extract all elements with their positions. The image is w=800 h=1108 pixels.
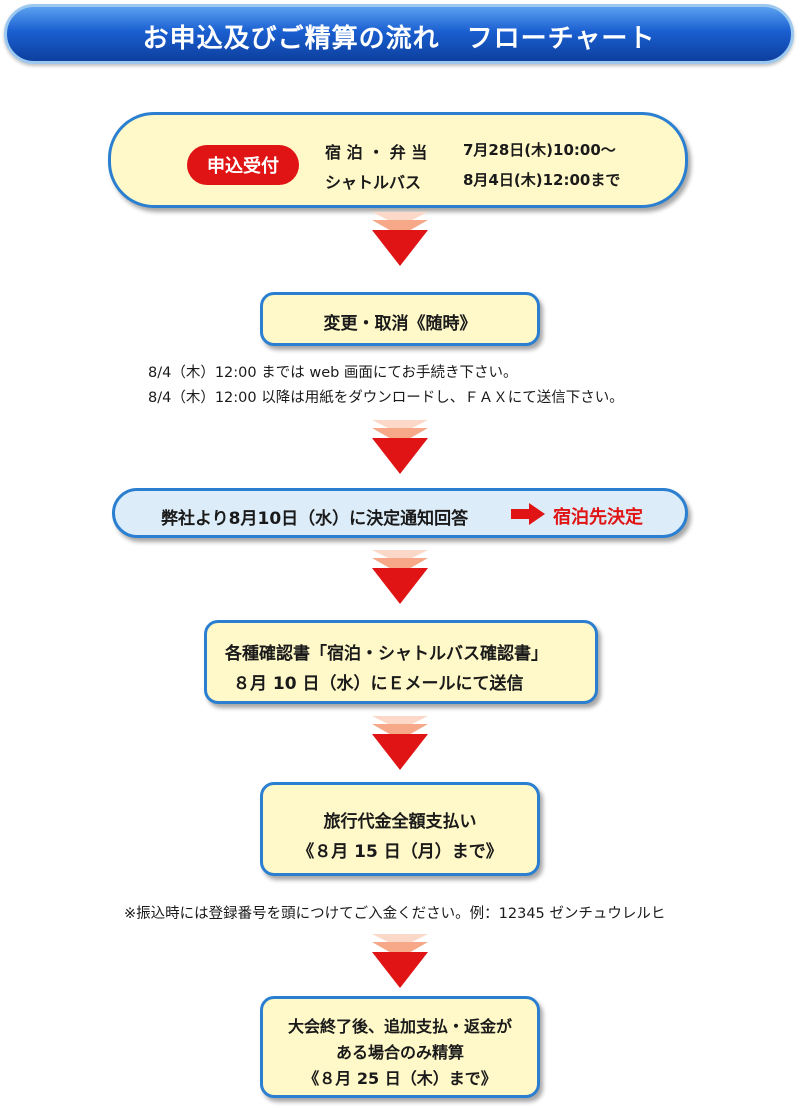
step-settlement-box: 大会終了後、追加支払・返金が ある場合のみ精算 《８月 25 日（木）まで》 bbox=[260, 996, 540, 1098]
flow-arrow-icon bbox=[372, 420, 428, 474]
flow-arrow-icon bbox=[372, 550, 428, 604]
flow-arrow-icon bbox=[372, 934, 428, 988]
step-confirmation-box: 各種確認書「宿泊・シャトルバス確認書」 ８月 10 日（水）にＥメールにて送信 bbox=[204, 620, 598, 704]
transfer-note: ※振込時には登録番号を頭につけてご入金ください。例：12345 ゼンチュウレルヒ bbox=[124, 906, 666, 922]
fax-procedure-note: 8/4（木）12:00 以降は用紙をダウンロードし、ＦＡＸにて送信下さい。 bbox=[148, 390, 624, 406]
settlement-text-line2: ある場合のみ精算 bbox=[335, 1043, 464, 1062]
full-payment-text: 旅行代金全額支払い bbox=[323, 812, 477, 832]
step-application-box: 申込受付 宿 泊 ・ 弁 当 7月28日(木)10:00〜 シャトルバス 8月4… bbox=[108, 112, 688, 208]
lodging-bento-period: 7月28日(木)10:00〜 bbox=[463, 141, 616, 159]
step-decision-notice-box: 弊社より8月10日（水）に決定通知回答 宿泊先決定 bbox=[112, 488, 688, 538]
header-banner: お申込及びご精算の流れ フローチャート bbox=[4, 4, 794, 64]
change-cancel-title: 変更・取消《随時》 bbox=[323, 314, 477, 334]
flow-arrow-icon bbox=[372, 212, 428, 266]
email-send-date-text: ８月 10 日（水）にＥメールにて送信 bbox=[233, 674, 524, 694]
settlement-deadline-text: 《８月 25 日（木）まで》 bbox=[303, 1069, 497, 1088]
lodging-decided-text: 宿泊先決定 bbox=[553, 507, 643, 528]
shuttle-bus-label: シャトルバス bbox=[325, 173, 422, 192]
lodging-bento-label: 宿 泊 ・ 弁 当 bbox=[325, 143, 428, 162]
payment-deadline-text: 《８月 15 日（月）まで》 bbox=[297, 842, 503, 862]
page-title: お申込及びご精算の流れ フローチャート bbox=[142, 24, 656, 54]
web-procedure-note: 8/4（木）12:00 までは web 画面にてお手続き下さい。 bbox=[148, 365, 518, 381]
step-payment-box: 旅行代金全額支払い 《８月 15 日（月）まで》 bbox=[260, 782, 540, 876]
step-change-cancel-box: 変更・取消《随時》 bbox=[260, 292, 540, 346]
settlement-text-line1: 大会終了後、追加支払・返金が bbox=[287, 1017, 512, 1036]
right-arrow-icon bbox=[511, 503, 545, 525]
flow-arrow-icon bbox=[372, 716, 428, 770]
shuttle-bus-period: 8月4日(木)12:00まで bbox=[463, 171, 621, 189]
application-badge: 申込受付 bbox=[187, 145, 299, 185]
decision-notice-text: 弊社より8月10日（水）に決定通知回答 bbox=[161, 509, 469, 529]
confirmation-documents-text: 各種確認書「宿泊・シャトルバス確認書」 bbox=[225, 644, 548, 664]
